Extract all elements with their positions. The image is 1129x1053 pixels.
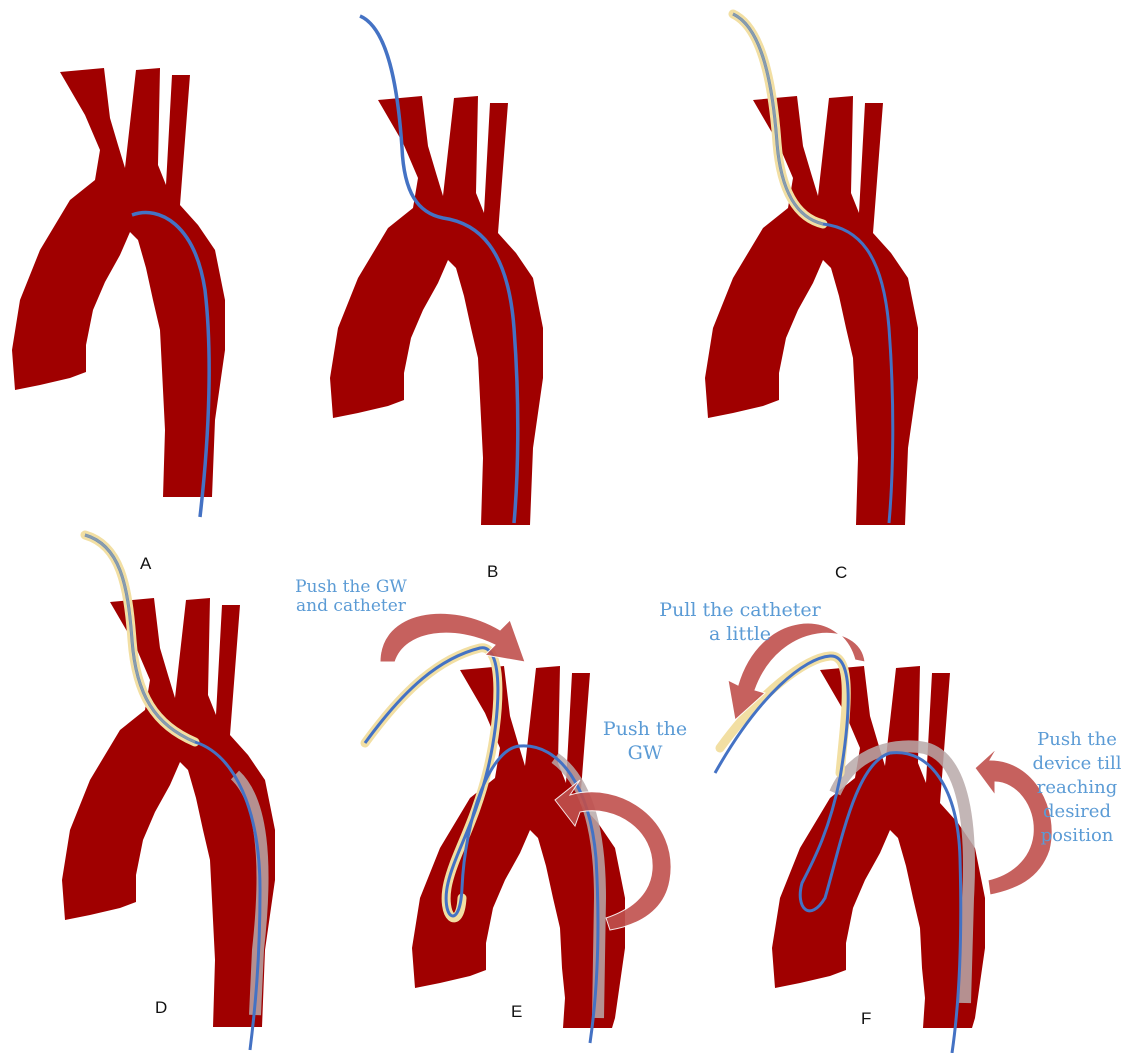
panel-d — [62, 535, 275, 1050]
panel-a — [12, 68, 225, 517]
panel-f — [715, 656, 985, 1053]
aorta-vessel — [12, 68, 225, 497]
annotation-line: Push the — [1025, 728, 1129, 752]
annotation-line: GW — [600, 741, 690, 765]
panel-e — [365, 648, 625, 1043]
annotation-line: Push the GW — [288, 578, 414, 597]
annotation-pull-catheter: Pull the catheter a little — [640, 598, 840, 646]
annotation-line: reaching — [1025, 776, 1129, 800]
panel-label-d: D — [155, 998, 167, 1018]
panel-label-a: A — [140, 554, 151, 574]
annotation-push-gw-and-catheter: Push the GW and catheter — [288, 578, 414, 616]
annotation-push-device: Push the device till reaching desired po… — [1025, 728, 1129, 848]
aorta-vessel — [772, 666, 985, 1028]
annotation-line: and catheter — [288, 597, 414, 616]
annotation-line: desired — [1025, 800, 1129, 824]
panel-label-c: C — [835, 563, 847, 583]
aorta-vessel — [62, 598, 275, 1027]
annotation-line: Push the — [600, 717, 690, 741]
panel-c — [705, 14, 918, 525]
annotation-line: device till — [1025, 752, 1129, 776]
annotation-line: a little — [640, 622, 840, 646]
annotation-line: Pull the catheter — [640, 598, 840, 622]
panel-label-b: B — [487, 562, 498, 582]
panel-label-f: F — [861, 1009, 871, 1029]
panel-label-e: E — [511, 1002, 522, 1022]
annotation-line: position — [1025, 824, 1129, 848]
panel-b — [330, 16, 543, 525]
annotation-push-the-gw: Push the GW — [600, 717, 690, 765]
